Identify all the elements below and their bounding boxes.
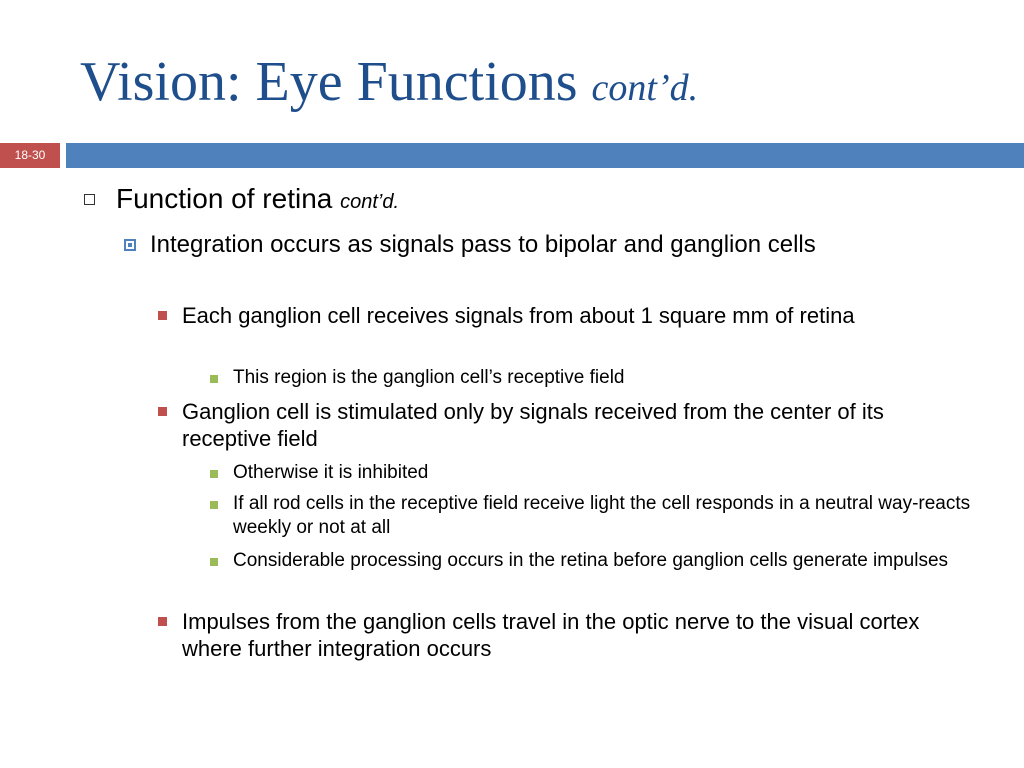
green-square-bullet-icon <box>210 470 218 478</box>
slide-number-badge: 18-30 <box>0 143 60 168</box>
green-square-bullet-icon <box>210 558 218 566</box>
bullet-text: If all rod cells in the receptive field … <box>233 493 971 538</box>
red-square-bullet-icon <box>158 407 167 416</box>
red-square-bullet-icon <box>158 311 167 320</box>
slide-title-suffix: cont’d. <box>591 67 699 109</box>
slide-title: Vision: Eye Functions cont’d. <box>80 50 698 120</box>
bullet-text: Impulses from the ganglion cells travel … <box>182 609 920 661</box>
square-bullet-icon <box>124 239 136 251</box>
bullet-text: Each ganglion cell receives signals from… <box>182 303 855 328</box>
title-rule-bar <box>66 143 1024 168</box>
bullet-text: Function of retina cont’d. <box>116 183 400 214</box>
bullet-text: Integration occurs as signals pass to bi… <box>150 231 816 258</box>
red-square-bullet-icon <box>158 617 167 626</box>
green-square-bullet-icon <box>210 375 218 383</box>
bullet-text: This region is the ganglion cell’s recep… <box>233 367 625 388</box>
hollow-square-bullet-icon <box>84 194 95 205</box>
bullet-text: Considerable processing occurs in the re… <box>233 550 949 571</box>
slide-title-main: Vision: Eye Functions <box>80 51 578 113</box>
bullet-text: Ganglion cell is stimulated only by sign… <box>182 399 884 451</box>
bullet-text: Otherwise it is inhibited <box>233 462 429 483</box>
green-square-bullet-icon <box>210 501 218 509</box>
